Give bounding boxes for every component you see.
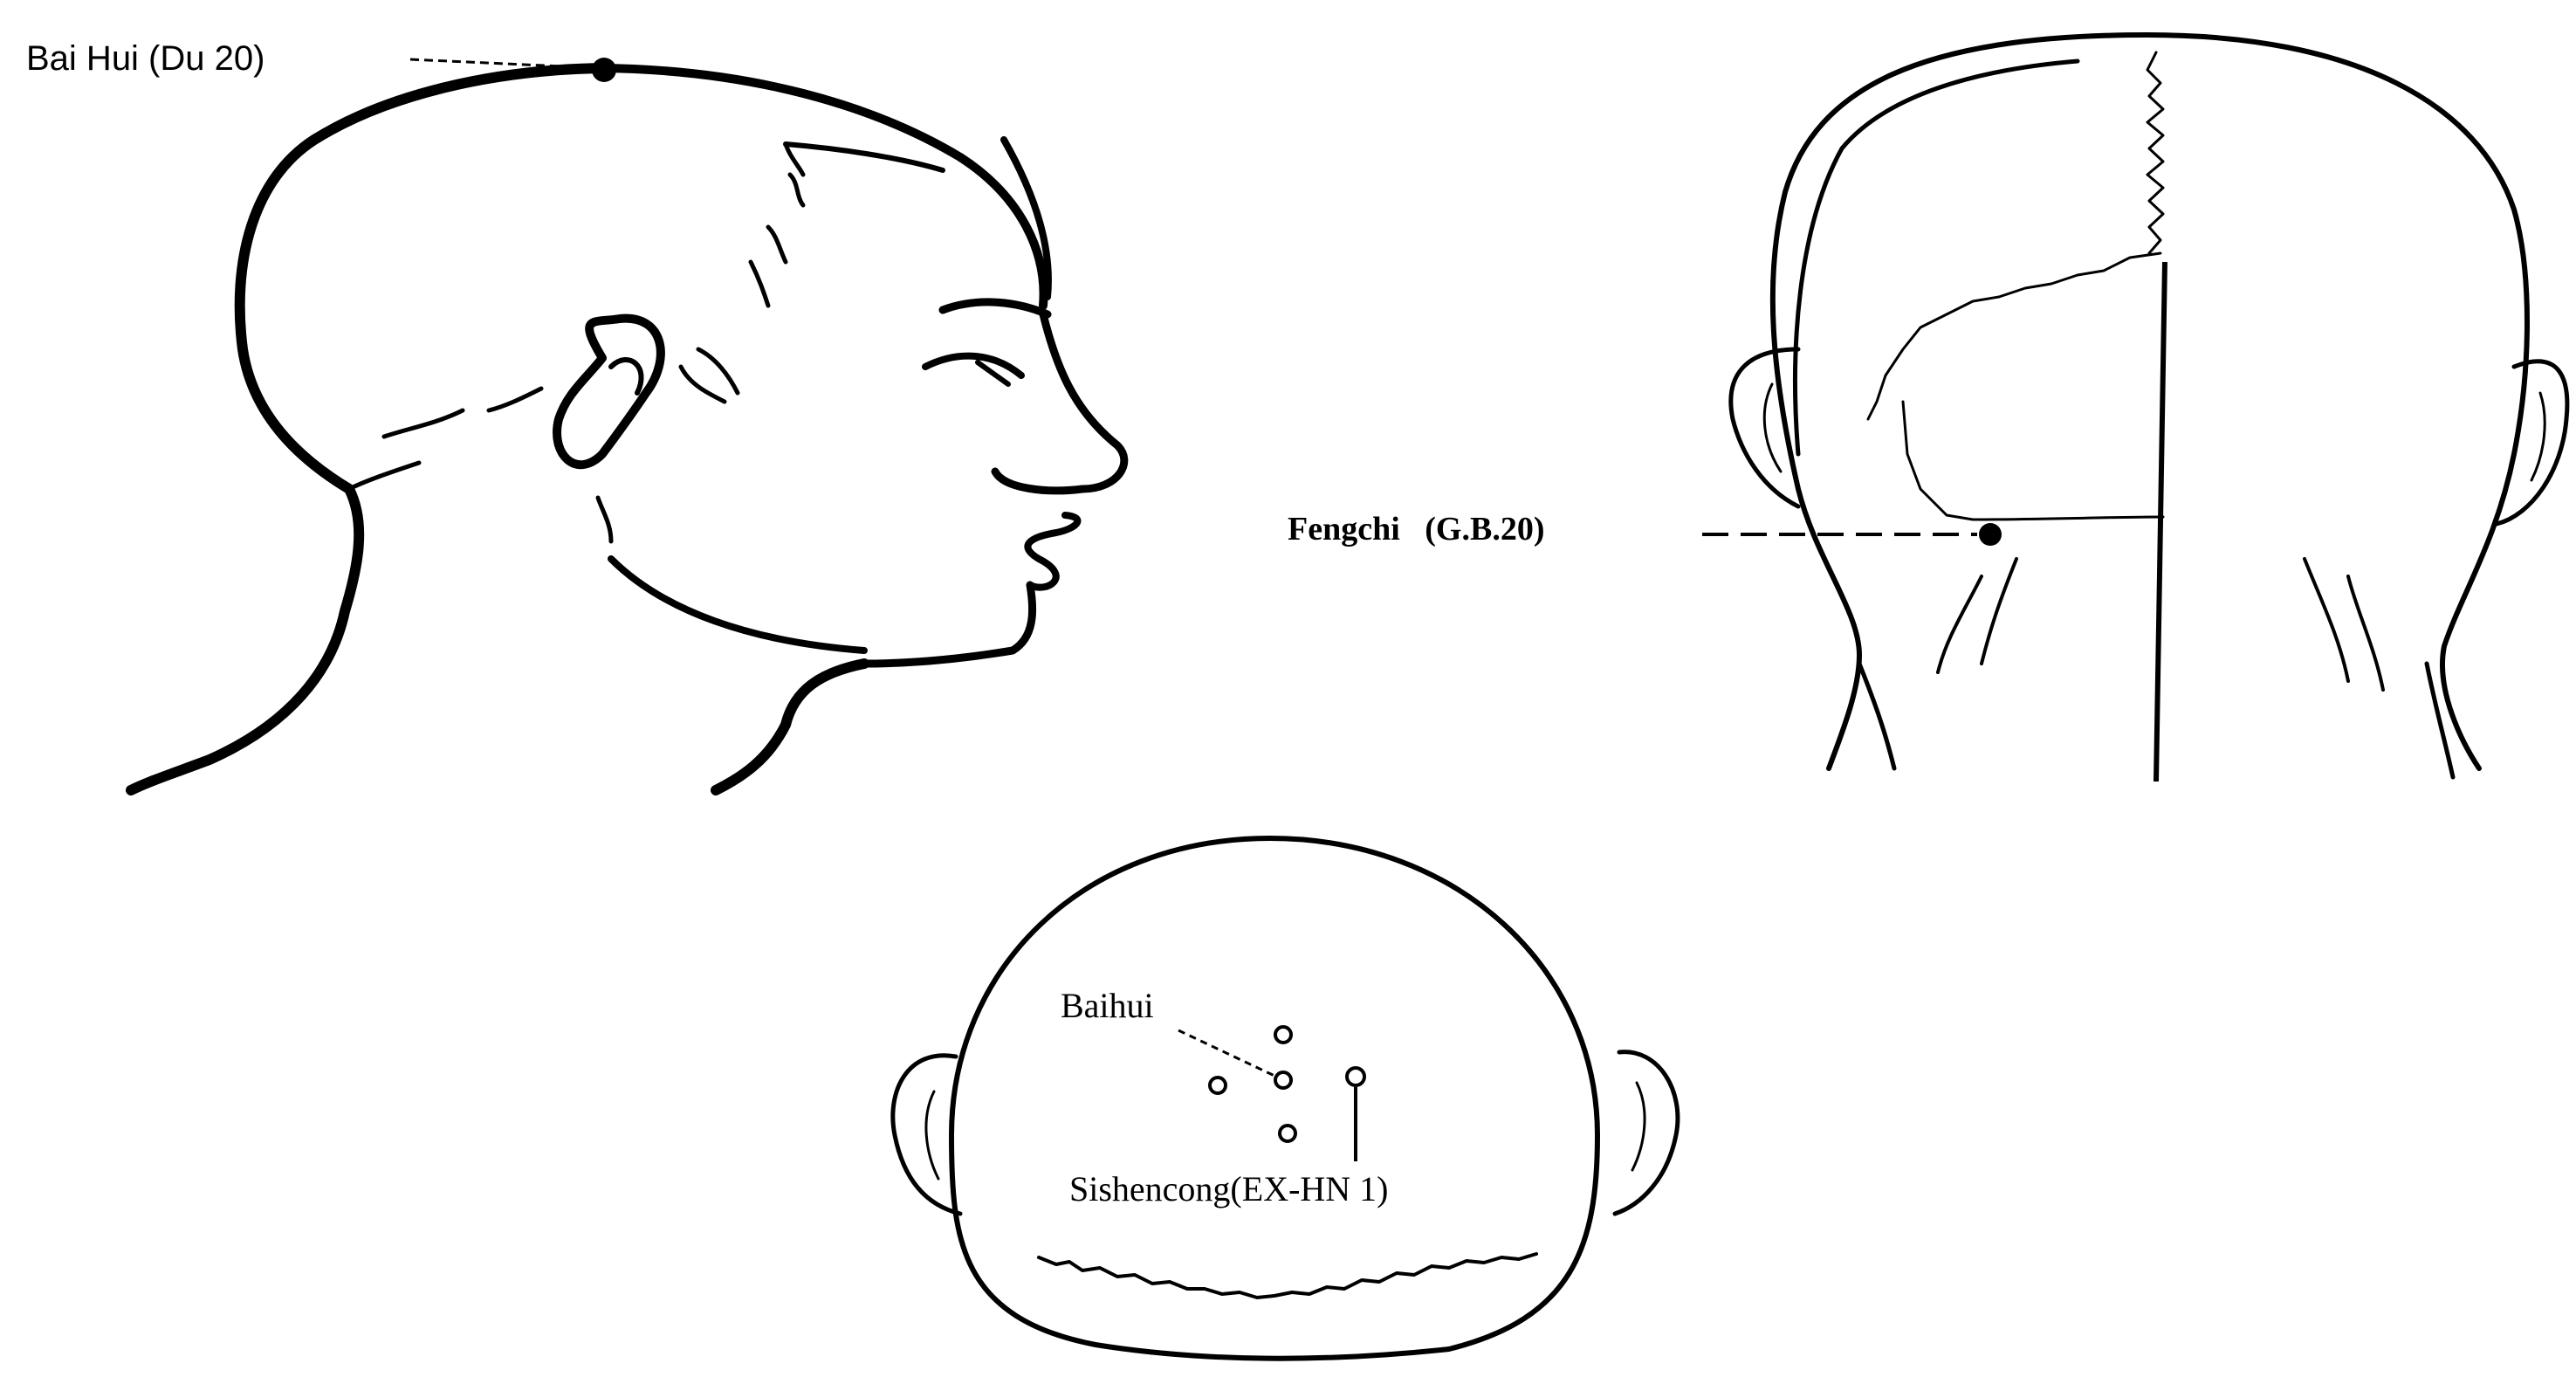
sishencong-point-front <box>1275 1027 1291 1043</box>
baihui-top-label: Baihui <box>1061 986 1154 1025</box>
back-right-ear <box>2497 361 2567 524</box>
back-neck-right <box>2305 559 2383 690</box>
top-hairline <box>1039 1254 1536 1298</box>
back-neck-base-right <box>2427 664 2453 777</box>
side-front-neck <box>716 664 864 790</box>
back-view-figure <box>1731 35 2567 782</box>
side-eye <box>925 356 1021 375</box>
side-eyebrow <box>943 302 1048 314</box>
sishencong-label: Sishencong(EX-HN 1) <box>1069 1169 1389 1208</box>
sishencong-point-right <box>1347 1068 1364 1085</box>
top-right-ear <box>1615 1052 1678 1214</box>
back-head-outline <box>1773 35 2527 768</box>
back-midline <box>2156 262 2165 782</box>
top-head-outline <box>951 838 1597 1359</box>
back-occipital-line <box>1973 517 2163 520</box>
fengchi-marker <box>1702 523 2002 546</box>
top-right-ear-inner <box>1632 1083 1645 1170</box>
side-jaw <box>611 559 864 651</box>
baihui-top-point <box>1275 1072 1291 1088</box>
side-view-figure <box>131 68 1124 790</box>
baihui-side-label: Bai Hui (Du 20) <box>26 39 264 78</box>
side-head-outline <box>131 68 602 790</box>
back-hair-boundary <box>1868 52 2163 520</box>
side-ear-lobe-mark <box>598 498 611 541</box>
side-chin <box>864 585 1033 664</box>
back-right-ear-inner <box>2531 393 2545 480</box>
sishencong-point-back <box>1280 1126 1295 1141</box>
side-lips <box>1027 515 1077 588</box>
sishencong-point-left <box>1210 1078 1226 1093</box>
side-hairline-top <box>786 144 943 170</box>
top-left-ear-inner <box>926 1091 938 1179</box>
back-neck-left <box>1938 559 2016 672</box>
baihui-top-leader <box>1178 1030 1274 1076</box>
side-ear-inner <box>611 360 642 393</box>
top-view-figure <box>893 838 1678 1359</box>
back-head-inner-contour <box>1796 61 2078 454</box>
back-neck-base-left <box>1859 664 1894 768</box>
side-head-top <box>602 68 1044 306</box>
side-hairline <box>349 144 803 489</box>
fengchi-point <box>1979 523 2002 546</box>
side-nose <box>995 314 1124 491</box>
side-ear <box>557 319 661 465</box>
baihui-side-leader <box>410 59 601 68</box>
fengchi-label: Fengchi (G.B.20) <box>1288 511 1544 547</box>
baihui-side-point <box>592 58 616 82</box>
